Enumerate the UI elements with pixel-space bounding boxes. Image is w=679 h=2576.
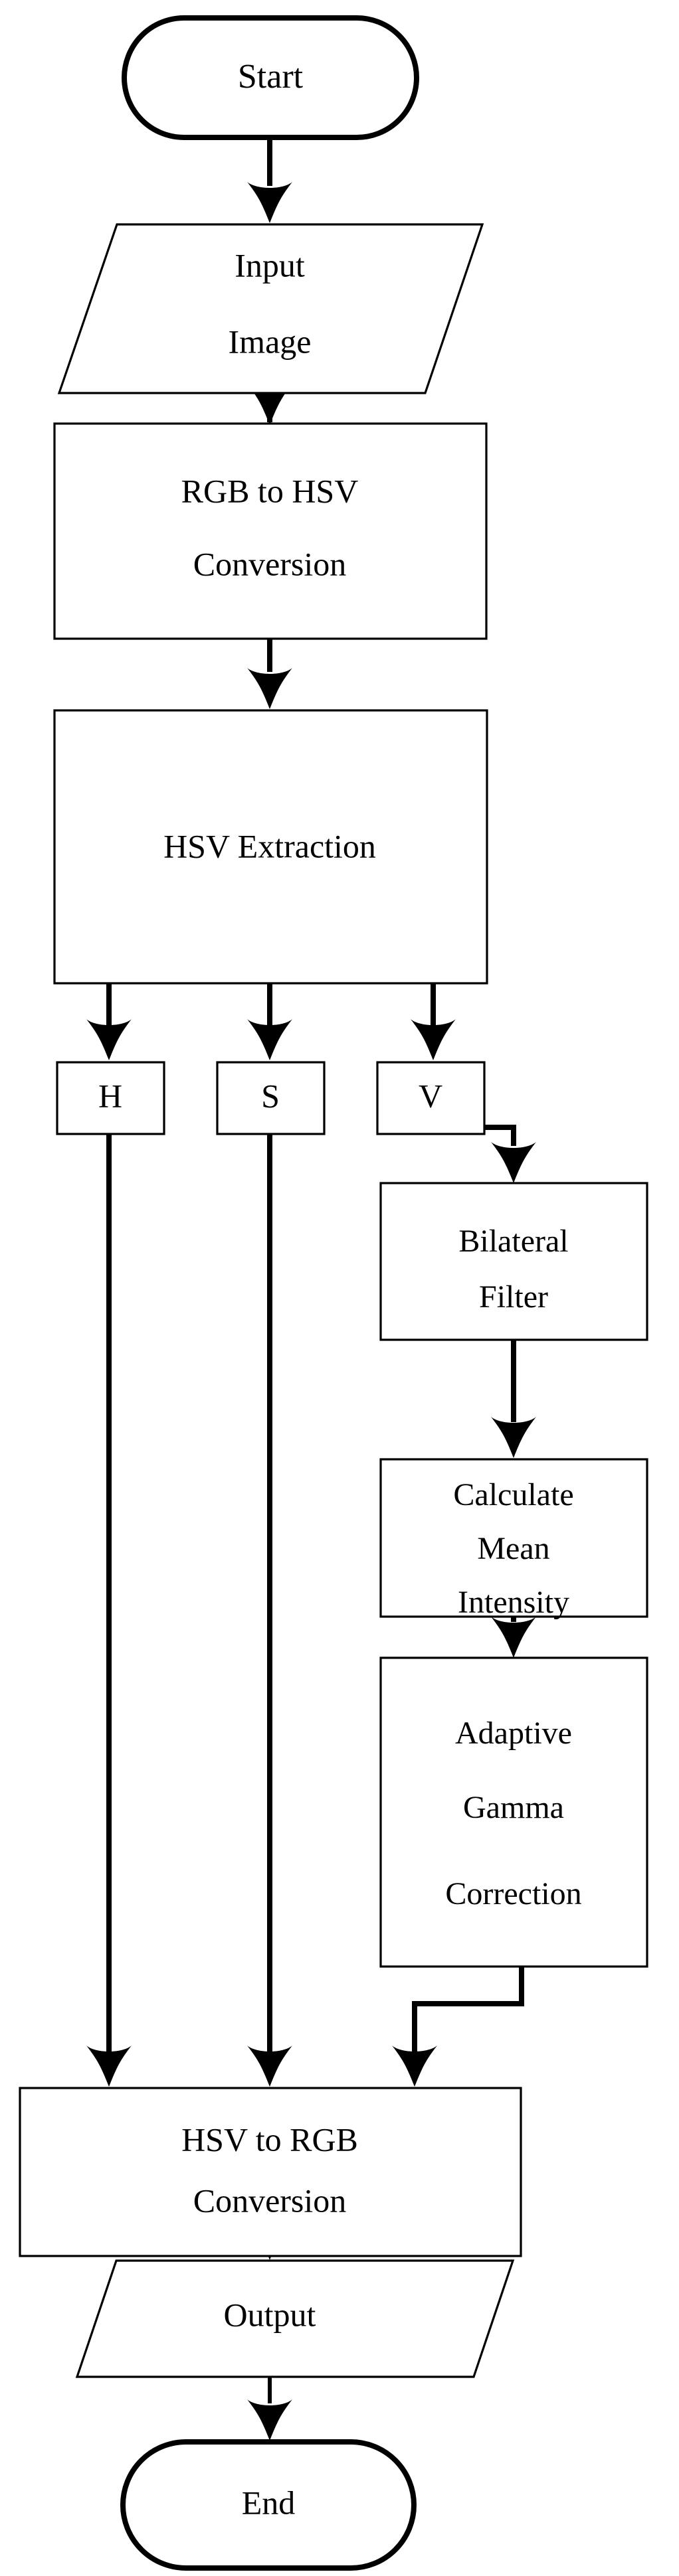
node-channel-s-label: S	[261, 1077, 280, 1114]
node-bilateral-filter[interactable]: Bilateral Filter	[379, 1182, 648, 1341]
node-calculate-mean-intensity-label-line3: Intensity	[458, 1585, 569, 1620]
node-rgb-to-hsv[interactable]: RGB to HSV Conversion	[53, 422, 488, 640]
node-bilateral-filter-label-line1: Bilateral	[458, 1224, 568, 1259]
edge-bilateral-filter-to-calculate-mean-intensity	[491, 1340, 536, 1458]
node-end[interactable]: End	[120, 2439, 417, 2571]
node-hsv-extraction[interactable]: HSV Extraction	[53, 709, 488, 985]
edge-hsv-extraction-to-v	[411, 983, 456, 1060]
edge-s-to-hsv-to-rgb	[247, 1134, 292, 2087]
edge-hsv-extraction-to-s	[247, 983, 292, 1060]
node-end-label: End	[242, 2484, 296, 2521]
edge-h-to-hsv-to-rgb	[86, 1134, 132, 2087]
node-calculate-mean-intensity-label-line2: Mean	[477, 1531, 549, 1566]
edge-adaptive-gamma-correction-to-hsv-to-rgb	[392, 1967, 524, 2087]
node-channel-v[interactable]: V	[376, 1061, 486, 1135]
node-adaptive-gamma-correction[interactable]: Adaptive Gamma Correction	[379, 1656, 648, 1968]
node-hsv-to-rgb-label-line2: Conversion	[193, 2182, 347, 2219]
node-input-image[interactable]: Input Image	[57, 223, 484, 394]
node-adaptive-gamma-correction-label-line3: Correction	[445, 1876, 581, 1911]
node-channel-h[interactable]: H	[56, 1061, 165, 1135]
node-calculate-mean-intensity[interactable]: Calculate Mean Intensity	[379, 1458, 648, 1620]
node-hsv-extraction-label: HSV Extraction	[163, 827, 376, 864]
node-adaptive-gamma-correction-label-line1: Adaptive	[455, 1716, 572, 1751]
node-bilateral-filter-label-line2: Filter	[479, 1279, 548, 1315]
node-hsv-to-rgb-label-line1: HSV to RGB	[181, 2121, 358, 2158]
node-rgb-to-hsv-label-line1: RGB to HSV	[181, 472, 359, 509]
node-hsv-to-rgb[interactable]: HSV to RGB Conversion	[19, 2087, 522, 2257]
edge-output-to-end	[247, 2377, 292, 2441]
edge-calculate-mean-intensity-to-adaptive-gamma-correction	[491, 1617, 536, 1658]
node-output-label: Output	[224, 2296, 316, 2333]
node-input-image-label-line1: Input	[235, 246, 305, 283]
node-rgb-to-hsv-label-line2: Conversion	[193, 545, 347, 582]
node-start[interactable]: Start	[122, 15, 419, 140]
node-calculate-mean-intensity-label-line1: Calculate	[453, 1477, 573, 1512]
edge-start-to-input-image	[247, 135, 292, 223]
node-start-label: Start	[238, 58, 304, 96]
node-adaptive-gamma-correction-label-line2: Gamma	[463, 1790, 564, 1825]
edge-rgb-to-hsv-to-hsv-extraction	[247, 639, 292, 709]
node-input-image-label-line2: Image	[229, 323, 312, 360]
node-channel-h-label: H	[98, 1077, 122, 1114]
node-channel-v-label: V	[419, 1077, 442, 1114]
node-channel-s[interactable]: S	[216, 1061, 326, 1135]
node-output[interactable]: Output	[75, 2259, 515, 2378]
